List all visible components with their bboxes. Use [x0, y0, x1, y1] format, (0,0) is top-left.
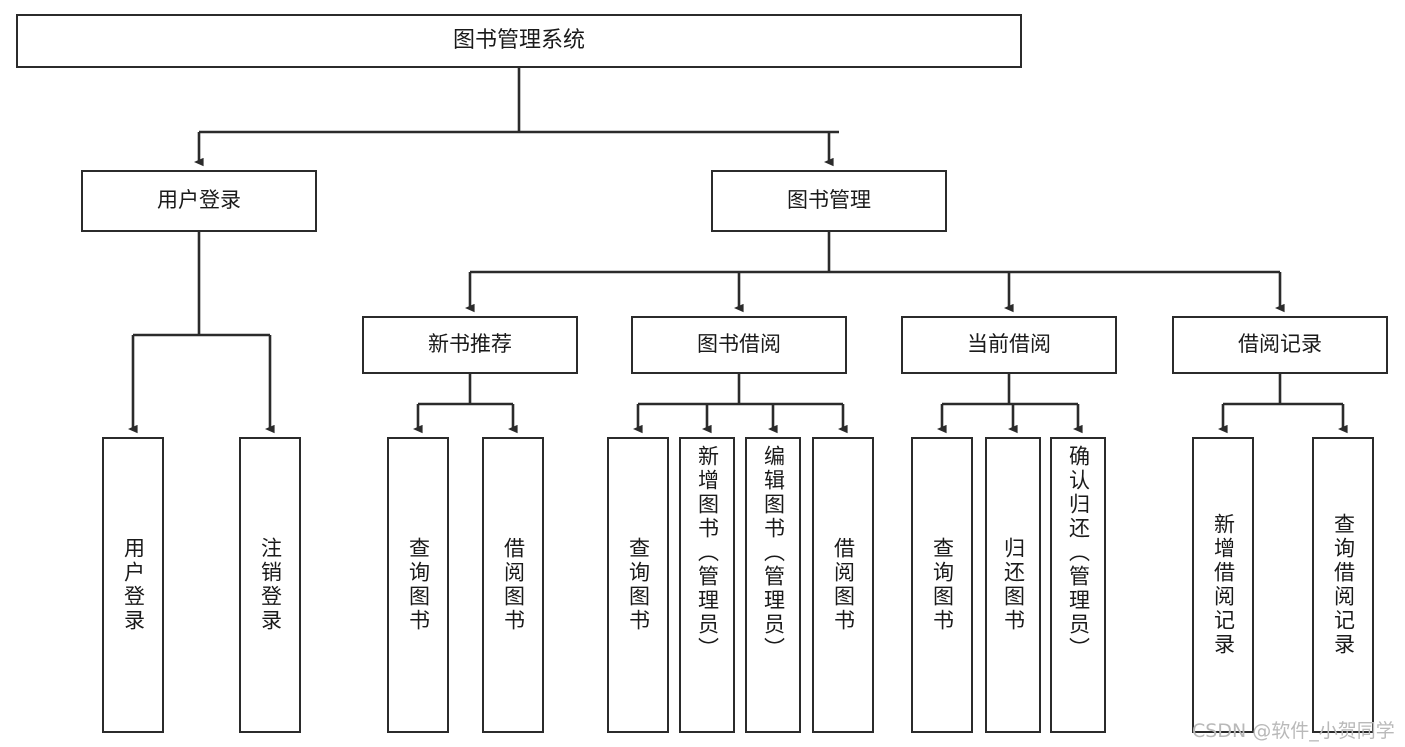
- node-book-manage[interactable]: 图书管理: [711, 170, 947, 232]
- node-leaf-query-book-cur[interactable]: 查询图书: [911, 437, 973, 733]
- node-leaf-add-record[interactable]: 新增借阅记录: [1192, 437, 1254, 733]
- node-borrow-record-label: 借阅记录: [1238, 332, 1322, 357]
- node-leaf-confirm-return[interactable]: 确认归还（管理员）: [1050, 437, 1106, 733]
- node-root-label: 图书管理系统: [452, 27, 585, 53]
- node-new-book-recommend-label: 新书推荐: [428, 332, 512, 357]
- node-leaf-borrow-book[interactable]: 借阅图书: [812, 437, 874, 733]
- node-new-book-recommend[interactable]: 新书推荐: [362, 316, 578, 374]
- node-book-borrow-label: 图书借阅: [697, 332, 781, 357]
- node-leaf-user-login-label: 用户登录: [121, 537, 146, 633]
- node-leaf-query-book-borrow[interactable]: 查询图书: [607, 437, 669, 733]
- node-leaf-borrow-book-rec-label: 借阅图书: [501, 537, 526, 633]
- node-leaf-return-book[interactable]: 归还图书: [985, 437, 1041, 733]
- node-book-manage-label: 图书管理: [787, 188, 871, 213]
- node-book-borrow[interactable]: 图书借阅: [631, 316, 847, 374]
- node-leaf-borrow-book-rec[interactable]: 借阅图书: [482, 437, 544, 733]
- node-leaf-query-book-rec-label: 查询图书: [406, 537, 431, 633]
- node-leaf-add-book-label: 新增图书（管理员）: [695, 445, 720, 661]
- node-leaf-user-logout[interactable]: 注销登录: [239, 437, 301, 733]
- node-leaf-query-record-label: 查询借阅记录: [1331, 513, 1356, 657]
- csdn-watermark: CSDN @软件_小贺同学: [1192, 720, 1395, 742]
- node-current-borrow[interactable]: 当前借阅: [901, 316, 1117, 374]
- node-leaf-edit-book[interactable]: 编辑图书（管理员）: [745, 437, 801, 733]
- node-root[interactable]: 图书管理系统: [16, 14, 1022, 68]
- node-leaf-return-book-label: 归还图书: [1001, 537, 1026, 633]
- node-leaf-query-book-rec[interactable]: 查询图书: [387, 437, 449, 733]
- node-leaf-query-book-cur-label: 查询图书: [930, 537, 955, 633]
- node-leaf-add-book[interactable]: 新增图书（管理员）: [679, 437, 735, 733]
- node-leaf-user-logout-label: 注销登录: [258, 537, 283, 633]
- node-user-login[interactable]: 用户登录: [81, 170, 317, 232]
- node-user-login-label: 用户登录: [157, 188, 241, 213]
- node-leaf-query-record[interactable]: 查询借阅记录: [1312, 437, 1374, 733]
- node-leaf-user-login[interactable]: 用户登录: [102, 437, 164, 733]
- node-borrow-record[interactable]: 借阅记录: [1172, 316, 1388, 374]
- node-leaf-add-record-label: 新增借阅记录: [1211, 513, 1236, 657]
- node-leaf-borrow-book-label: 借阅图书: [831, 537, 856, 633]
- node-leaf-edit-book-label: 编辑图书（管理员）: [761, 445, 786, 661]
- node-current-borrow-label: 当前借阅: [967, 332, 1051, 357]
- node-leaf-query-book-borrow-label: 查询图书: [626, 537, 651, 633]
- node-leaf-confirm-return-label: 确认归还（管理员）: [1066, 445, 1091, 661]
